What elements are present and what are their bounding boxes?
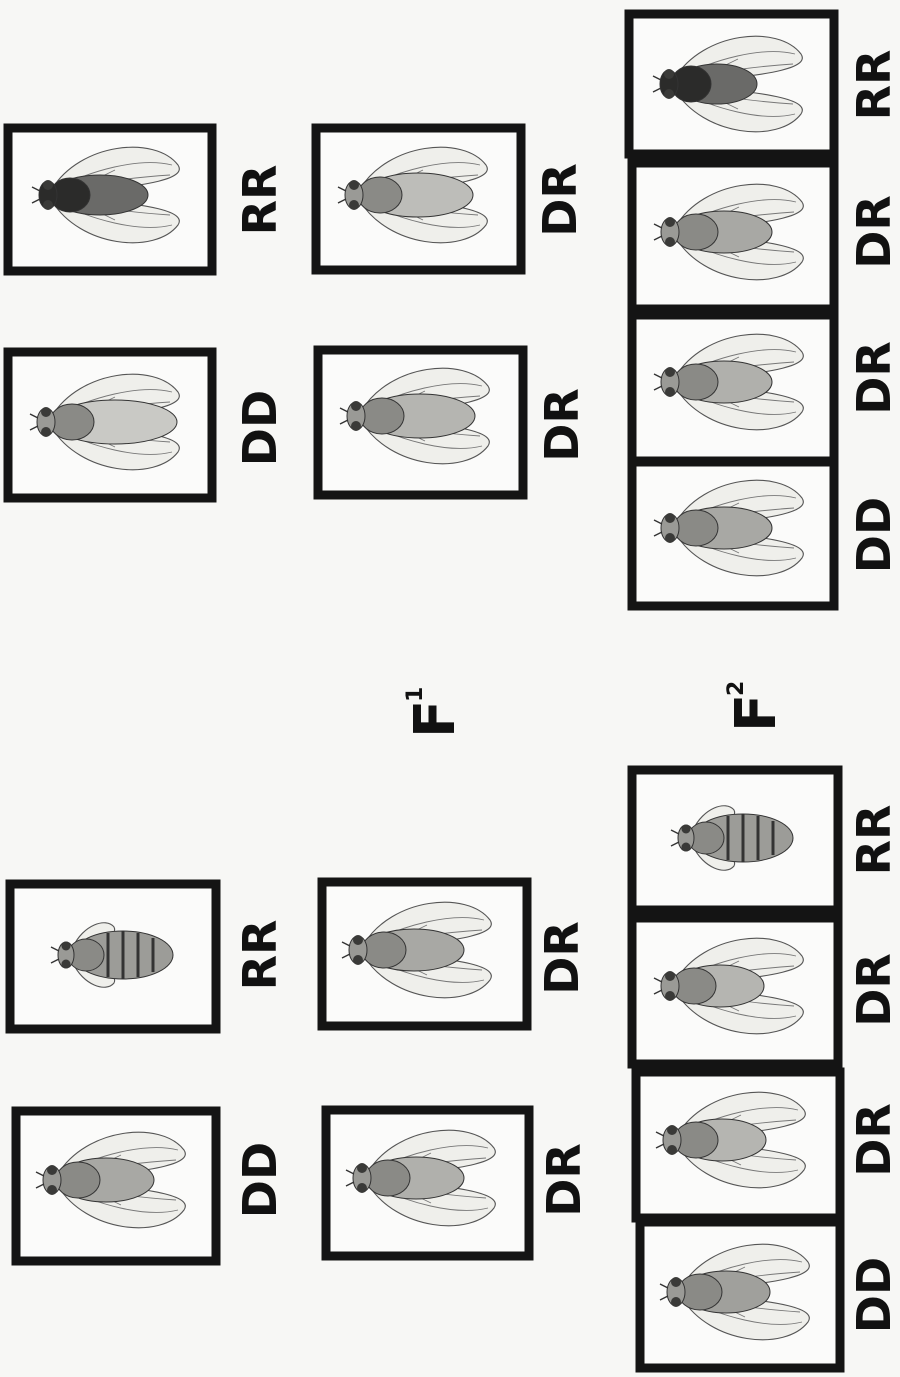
panel-right-f2-rr: RR	[629, 14, 900, 154]
panel-left-f2-dr-a: DR	[636, 1072, 900, 1218]
panel-left-f2-dr-b: DR	[632, 918, 900, 1064]
panel-left-parent-dd: DD	[16, 1111, 287, 1261]
panel-right-parent-dd: DD	[8, 352, 287, 498]
panel-right-f2-dr-a: DR	[632, 315, 900, 461]
panel-left-f2-rr: RR	[632, 770, 900, 910]
panel-left-parent-rr: RR	[10, 884, 287, 1029]
genotype-label: DD	[233, 390, 287, 466]
genotype-label: DD	[847, 1257, 900, 1333]
genotype-label: DR	[847, 1103, 900, 1177]
panel-right-f1-dr-a: DR	[318, 350, 589, 495]
f2-letter: F	[724, 694, 789, 732]
genotype-label: DR	[847, 341, 900, 415]
panel-right-f1-dr-b: DR	[316, 128, 587, 270]
f1-subscript: 1	[403, 687, 428, 702]
panel-left-f1-dr-b: DR	[322, 882, 589, 1026]
panel-right-parent-rr: RR	[8, 128, 287, 271]
genotype-label: DR	[537, 1143, 591, 1217]
panel-right-f2-dd: DD	[632, 462, 900, 606]
genotype-label: RR	[233, 165, 287, 236]
genotype-label: DR	[847, 953, 900, 1027]
genotype-label: RR	[233, 920, 287, 991]
genotype-label: DR	[535, 388, 589, 462]
genotype-label: DR	[533, 163, 587, 237]
genotype-label: DR	[535, 921, 589, 995]
panel-left-f1-dr-a: DR	[326, 1110, 591, 1256]
genotype-label: RR	[847, 805, 900, 876]
genotype-label: DD	[847, 497, 900, 573]
f1-letter: F	[403, 700, 468, 738]
f2-subscript: 2	[724, 681, 749, 696]
genotype-label: DD	[233, 1142, 287, 1218]
panel-left-f2-dd: DD	[640, 1222, 900, 1368]
f2-generation-label: F 2	[724, 681, 789, 732]
genotype-label: DR	[847, 195, 900, 269]
genotype-label: RR	[847, 50, 900, 121]
f1-generation-label: F 1	[403, 687, 468, 738]
panel-right-f2-dr-b: DR	[632, 163, 900, 309]
